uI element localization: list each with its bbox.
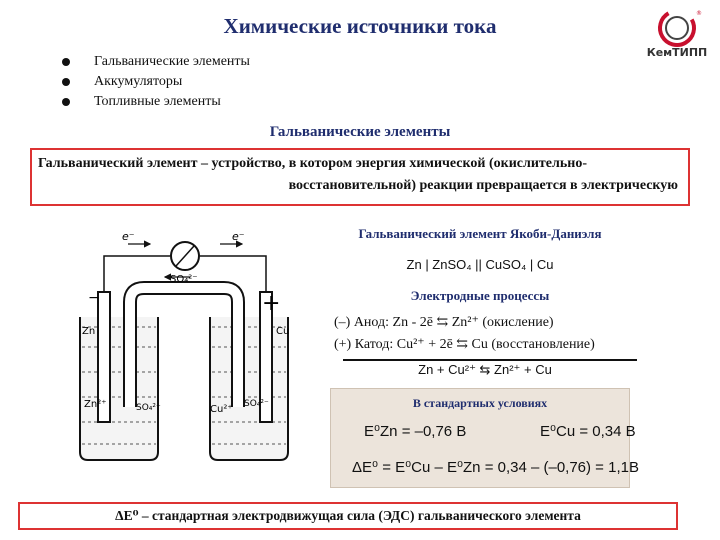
cathode-reaction: (+) Катод: Cu²⁺ + 2ē ⇆ Cu (восстановлени…	[334, 337, 595, 352]
bullet-item: Аккумуляторы	[62, 72, 250, 92]
label-so4-right: SO₄²⁻	[244, 399, 269, 409]
label-e-left: e⁻	[122, 230, 135, 243]
cell-scheme: Zn | ZnSO₄ || CuSO₄ | Cu	[406, 257, 554, 272]
bullet-item: Топливные элементы	[62, 92, 250, 112]
label-zn-ion: Zn²⁺	[84, 399, 106, 410]
standard-conditions-box	[330, 388, 630, 488]
daniell-cell-diagram: e⁻ e⁻ SO₄²⁻ Zn Cu Zn²⁺ SO₄²⁻ Cu²⁺ SO₄²⁻ …	[79, 230, 289, 461]
logo: ® КемТИПП	[647, 9, 708, 59]
section-title: Гальванические элементы	[269, 124, 451, 140]
definition-line-1: Гальванический элемент – устройство, в к…	[38, 156, 587, 171]
e-zn-value: E⁰Zn = –0,76 В	[364, 423, 467, 440]
definition-box	[30, 148, 690, 206]
label-e-right: e⁻	[232, 230, 245, 243]
label-zn-electrode: Zn	[82, 326, 95, 337]
definition-line-2: восстановительной) реакции превращается …	[288, 178, 678, 193]
overall-reaction: Zn + Cu²⁺ ⇆ Zn²⁺ + Cu	[418, 362, 552, 377]
standard-conditions-title: В стандартных условиях	[412, 396, 548, 410]
cell-name: Гальванический элемент Якоби-Даниэля	[358, 226, 602, 241]
anode-reaction: (–) Анод: Zn - 2ē ⇆ Zn²⁺ (окисление)	[334, 315, 554, 330]
e-cu-value: E⁰Cu = 0,34 В	[540, 423, 636, 440]
bullet-list: Гальванические элементы Аккумуляторы Топ…	[62, 52, 250, 112]
delta-e-equation: ΔE⁰ = E⁰Cu – E⁰Zn = 0,34 – (–0,76) = 1,1…	[352, 459, 639, 476]
footer-definition: ΔE⁰ – стандартная электродвижущая сила (…	[115, 508, 581, 523]
label-so4-top: SO₄²⁻	[170, 274, 198, 285]
label-minus: −	[88, 290, 100, 306]
processes-title: Электродные процессы	[410, 288, 550, 303]
label-cu-ion: Cu²⁺	[210, 404, 233, 415]
bullet-item: Гальванические элементы	[62, 52, 250, 72]
page-title: Химические источники тока	[223, 14, 497, 38]
label-cu-electrode: Cu	[276, 326, 289, 337]
divider	[343, 359, 637, 361]
footer-box	[18, 502, 678, 530]
logo-text: КемТИПП	[647, 46, 708, 59]
svg-text:®: ®	[696, 10, 702, 17]
label-so4-left: SO₄²⁻	[136, 403, 161, 413]
label-plus: +	[262, 291, 280, 316]
